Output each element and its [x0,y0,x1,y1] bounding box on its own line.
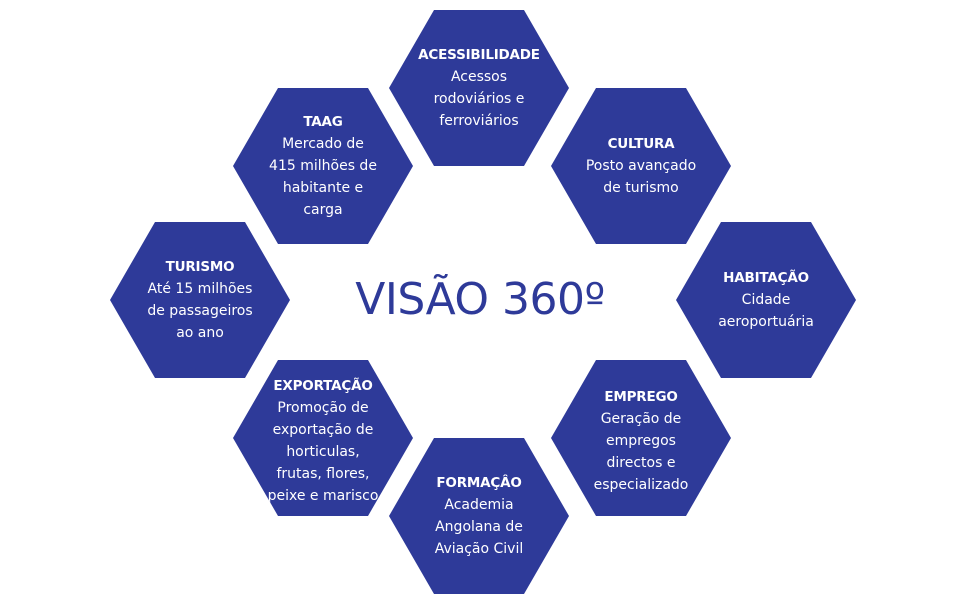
hexagon-text: Posto avançado de turismo [585,158,697,196]
hexagon-habitacao: HABITAÇÃO Cidade aeroportuária [676,222,856,378]
hexagon-acessibilidade: ACESSIBILIDADE Acessos rodoviários e fer… [389,10,569,166]
hexagon-cultura: CULTURA Posto avançado de turismo [551,88,731,244]
hexagon-taag: TAAG Mercado de 415 milhões de habitante… [233,88,413,244]
hexagon-text: Cidade aeroportuária [718,292,814,330]
center-title: VISÃO 360º [355,274,605,325]
hexagon-text: Acessos rodoviários e ferroviários [433,69,525,129]
hexagon-title: CULTURA [607,136,675,152]
hexagon-formacao: FORMAÇÂO Academia Angolana de Aviação Ci… [389,438,569,594]
hexagon-exportacao: EXPORTAÇÃO Promoção de exportação de hor… [233,360,413,516]
hexagon-title: TURISMO [165,259,235,275]
hexagon-title: HABITAÇÃO [723,270,809,286]
hexagon-text: Academia Angolana de Aviação Civil [434,497,524,557]
hexagon-title: FORMAÇÂO [436,475,522,491]
hexagon-turismo: TURISMO Até 15 milhões de passageiros ao… [110,222,290,378]
hexagon-text: Promoção de exportação de horticulas, fr… [267,400,379,504]
hexagon-text: Até 15 milhões de passageiros ao ano [147,281,253,341]
hexagon-text: Geração de empregos directos e especiali… [593,411,689,493]
hexagon-title: EXPORTAÇÃO [273,378,373,394]
hexagon-emprego: EMPREGO Geração de empregos directos e e… [551,360,731,516]
hexagon-title: TAAG [303,114,343,130]
hexagon-title: ACESSIBILIDADE [418,47,540,63]
hexagon-title: EMPREGO [604,389,678,405]
hexagon-text: Mercado de 415 milhões de habitante e ca… [269,136,377,218]
